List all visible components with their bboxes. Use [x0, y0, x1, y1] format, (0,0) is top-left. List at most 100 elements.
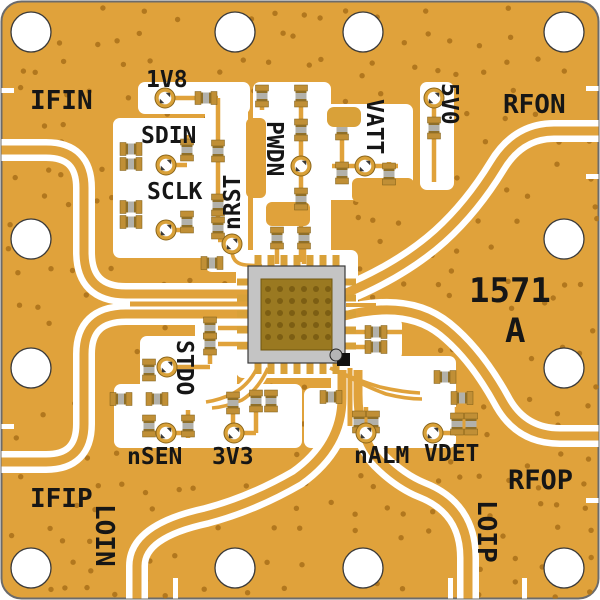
- component-pad: [450, 428, 464, 436]
- component-passive: [109, 392, 133, 406]
- component-passive: [427, 116, 441, 140]
- via-dot: [453, 248, 460, 254]
- via-dot: [70, 559, 76, 565]
- label-ifip: IFIP: [30, 484, 93, 514]
- via-dot: [585, 403, 591, 409]
- component-pad: [145, 392, 153, 406]
- component-passive: [255, 84, 269, 108]
- component-band: [128, 201, 134, 213]
- via-dot: [550, 295, 556, 301]
- via-dot: [504, 59, 510, 65]
- component-pad: [294, 100, 308, 108]
- via-dot: [435, 281, 442, 288]
- via-dot: [399, 586, 406, 592]
- via-dot: [590, 328, 596, 334]
- component-pad: [180, 226, 194, 234]
- component-band: [428, 125, 440, 131]
- mounting-hole: [342, 11, 384, 53]
- via-dot: [554, 161, 560, 167]
- component-pad: [255, 84, 269, 92]
- via-dot: [514, 218, 520, 224]
- via-dot: [83, 292, 90, 298]
- component-pad: [264, 389, 278, 397]
- chip-via: [265, 286, 271, 292]
- via-dot: [481, 69, 487, 75]
- component-pad: [135, 157, 143, 171]
- component-band: [118, 393, 124, 405]
- via-dot: [561, 68, 567, 74]
- chip-via: [277, 334, 283, 340]
- via-dot: [504, 187, 510, 193]
- via-dot: [290, 33, 296, 39]
- component-band: [204, 341, 216, 347]
- via-dot: [318, 56, 324, 63]
- label-ifin: IFIN: [30, 86, 93, 116]
- component-band: [298, 235, 310, 241]
- chip-pin: [237, 294, 249, 302]
- component-pad: [181, 414, 195, 422]
- via-dot: [46, 167, 52, 173]
- pin1-dot: [329, 348, 343, 362]
- component-band: [465, 421, 477, 427]
- component-pad: [382, 162, 396, 170]
- chip-pin: [254, 255, 262, 267]
- component-pad: [119, 215, 127, 229]
- via-dot: [65, 201, 72, 208]
- via-dot: [120, 61, 127, 68]
- chip-pin: [319, 362, 327, 374]
- edge-notch: [448, 578, 453, 599]
- component-band: [256, 93, 268, 99]
- via-dot: [48, 586, 54, 593]
- label-nalm: nALM: [354, 443, 409, 469]
- component-band: [336, 126, 348, 132]
- component-pad: [270, 242, 284, 250]
- component-pad: [216, 256, 224, 270]
- chip-via: [277, 298, 283, 304]
- component-pad: [180, 210, 194, 218]
- via-dot: [172, 553, 178, 559]
- via-dot: [20, 68, 27, 74]
- via-dot: [587, 589, 593, 595]
- component-pad: [119, 157, 127, 171]
- component-pad: [366, 410, 380, 418]
- component-passive: [364, 340, 388, 354]
- component-pad: [135, 215, 143, 229]
- copper-pour-island: [352, 178, 414, 202]
- via-dot: [5, 246, 12, 252]
- rf-trace-ifip: [1, 309, 252, 467]
- component-pad: [142, 358, 156, 366]
- component-pad: [294, 187, 308, 195]
- component-band: [250, 398, 262, 404]
- component-pad: [364, 340, 372, 354]
- via-dot: [476, 43, 483, 49]
- via-dot: [113, 450, 120, 456]
- via-dot: [507, 34, 514, 40]
- via-dot: [506, 477, 512, 484]
- component-pad: [294, 203, 308, 211]
- via-dot: [141, 8, 147, 14]
- via-dot: [187, 277, 193, 284]
- via-dot: [401, 40, 407, 46]
- chip-via: [313, 322, 319, 328]
- component-pad: [364, 325, 372, 339]
- via-dot: [108, 265, 114, 272]
- test-point-glyph-icon: [360, 427, 372, 439]
- component-pad: [297, 242, 311, 250]
- silkscreen-region: [356, 318, 402, 360]
- copper-islands-layer: [246, 118, 414, 226]
- test-point-nrst: [221, 233, 243, 255]
- via-dot: [60, 58, 67, 65]
- via-dot: [32, 69, 38, 76]
- component-band: [181, 219, 193, 225]
- component-passive: [142, 358, 156, 382]
- via-dot: [87, 538, 93, 544]
- via-dot: [505, 278, 511, 284]
- component-passive: [464, 412, 478, 436]
- via-dot: [552, 594, 558, 599]
- via-dot: [134, 348, 140, 355]
- via-dot: [553, 502, 560, 508]
- component-passive: [180, 210, 194, 234]
